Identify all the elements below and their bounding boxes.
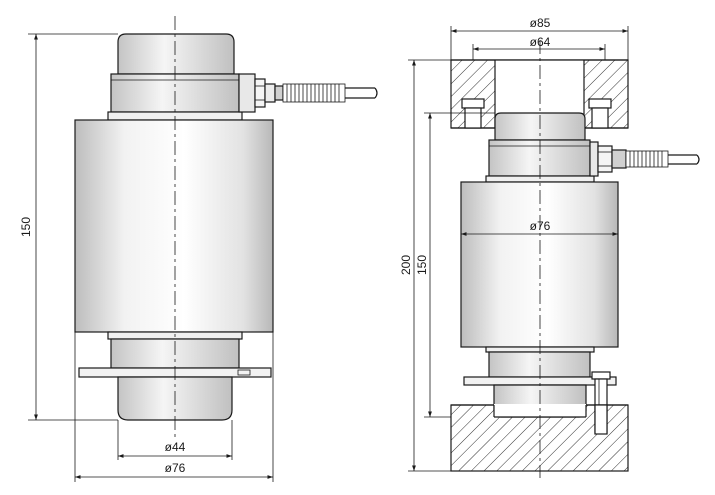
left-top-cap bbox=[117, 33, 235, 75]
right-lower-neck bbox=[488, 351, 591, 378]
right-upper-neck bbox=[488, 139, 591, 177]
right-total-height-dimension: 200 bbox=[399, 59, 451, 472]
left-outer-diameter-label: ø76 bbox=[165, 461, 186, 475]
left-view: 150 ø44 ø76 bbox=[19, 16, 378, 482]
left-height-label: 150 bbox=[19, 217, 33, 237]
left-inner-diameter-dimension: ø44 bbox=[117, 420, 233, 460]
right-top-inner-diameter-dimension: ø64 bbox=[472, 35, 606, 60]
right-top-outer-diameter-dimension: ø85 bbox=[450, 16, 629, 60]
right-main-body bbox=[460, 181, 619, 348]
left-cable-connector bbox=[238, 73, 378, 113]
left-main-body bbox=[74, 119, 274, 333]
right-total-height-label: 200 bbox=[399, 255, 413, 275]
left-inner-diameter-label: ø44 bbox=[165, 440, 186, 454]
left-outer-diameter-dimension: ø76 bbox=[74, 332, 274, 482]
right-cable-connector bbox=[589, 141, 700, 177]
right-sensor-height-dimension: 150 bbox=[415, 112, 495, 418]
right-base-plate bbox=[450, 404, 629, 472]
right-view: ø85 ø64 bbox=[399, 16, 700, 478]
left-height-dimension: 150 bbox=[19, 33, 118, 421]
right-sensor-height-label: 150 bbox=[415, 255, 429, 275]
right-top-outer-diameter-label: ø85 bbox=[530, 16, 551, 30]
